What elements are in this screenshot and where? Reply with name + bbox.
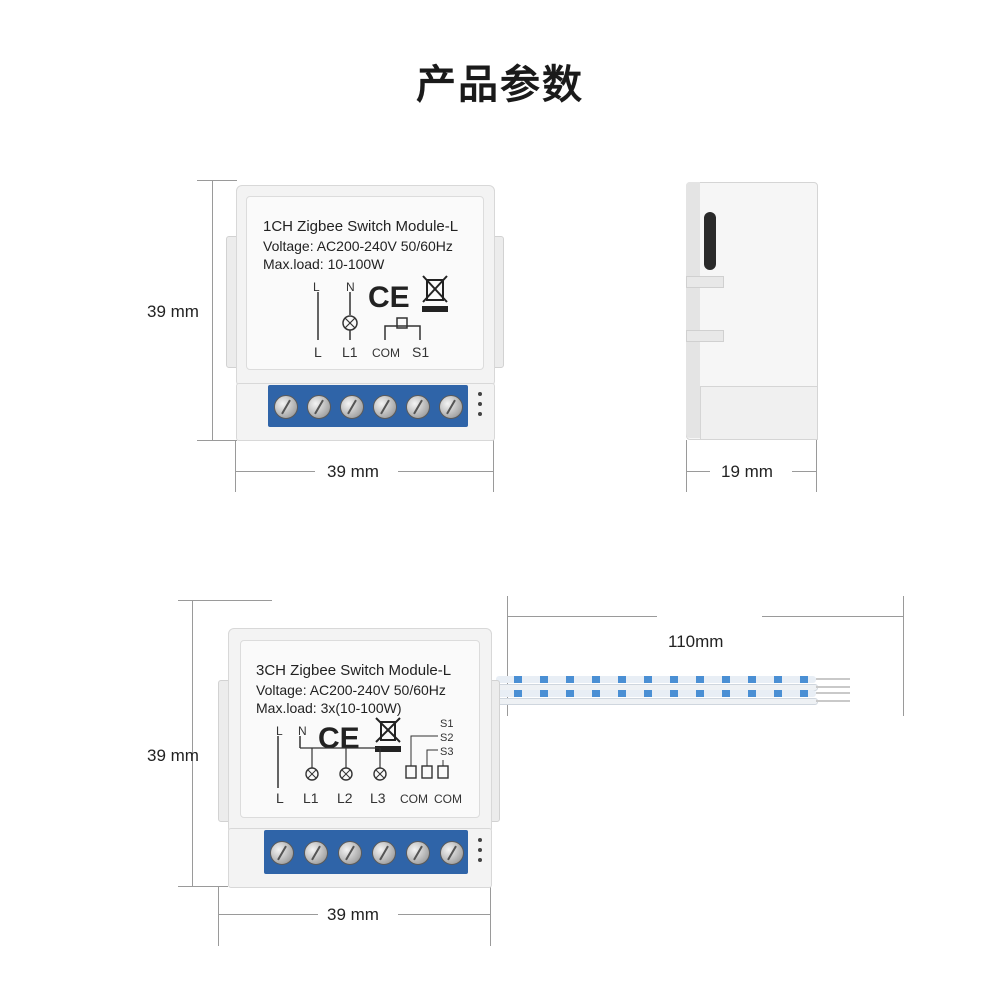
terminal-top-l: L: [276, 724, 283, 738]
switch-label-s3: S3: [440, 746, 454, 758]
label-face: [246, 196, 484, 370]
dim-line-d-left: [686, 440, 687, 492]
page-title: 产品参数: [416, 62, 584, 108]
vent-dot: [478, 392, 482, 396]
dim-line-wire-b: [762, 616, 903, 617]
dim-line-wire-right: [903, 596, 904, 716]
dim-line-bot-h2: [178, 886, 228, 887]
dim-line-bot-h1: [178, 600, 272, 601]
terminal-block: [264, 830, 468, 874]
ce-mark-icon: CE: [368, 281, 410, 314]
wire-strand: [816, 692, 850, 694]
vent-dot: [478, 858, 482, 862]
terminal-bottom-l2: L2: [337, 790, 353, 806]
screw-icon: [270, 841, 294, 865]
vent-dot: [478, 412, 482, 416]
wire: [496, 698, 818, 705]
terminal-bottom-l: L: [314, 344, 322, 360]
screw-icon: [440, 841, 464, 865]
vent-dot: [478, 838, 482, 842]
weee-bin-icon: [422, 275, 448, 312]
dim-line-w-b: [398, 471, 493, 472]
terminal-bottom-s1: S1: [412, 344, 430, 360]
screw-icon: [439, 395, 463, 419]
label-face: [240, 640, 480, 818]
vent-dot: [478, 402, 482, 406]
terminal-bottom-com: COM: [372, 346, 400, 360]
dim-line-top-h2: [197, 440, 237, 441]
dim-height-1ch: 39 mm: [147, 302, 199, 321]
terminal-top-n: N: [298, 724, 307, 738]
dim-line-top-h1: [197, 180, 237, 181]
screw-icon: [406, 841, 430, 865]
screw-icon: [304, 841, 328, 865]
module-voltage: Voltage: AC200-240V 50/60Hz: [256, 682, 446, 698]
wire: [496, 690, 816, 697]
dim-line-bw-a: [218, 914, 318, 915]
terminal-top-l: L: [313, 280, 320, 294]
module-title: 3CH Zigbee Switch Module-L: [256, 662, 452, 679]
side-edge: [686, 182, 700, 438]
dim-line-top-v: [212, 180, 213, 441]
dim-line-wire-left: [507, 596, 508, 716]
switch-label-s1: S1: [440, 718, 454, 730]
wire-strand: [816, 678, 850, 680]
vent-dot: [478, 848, 482, 852]
ce-mark-icon: CE: [318, 722, 360, 755]
dim-width-1ch: 39 mm: [327, 462, 379, 481]
module-maxload: Max.load: 10-100W: [263, 256, 385, 272]
weee-bin-icon: [375, 717, 401, 752]
screw-icon: [406, 395, 430, 419]
terminal-bottom-com-1: COM: [400, 792, 428, 806]
side-slot: [704, 212, 716, 270]
dim-line-d-right: [816, 440, 817, 492]
wiring-diagram: [277, 735, 449, 788]
side-base: [700, 386, 818, 440]
wire-strand: [816, 700, 850, 702]
side-rib: [686, 330, 724, 342]
wiring-diagram: [317, 292, 421, 340]
module-maxload: Max.load: 3x(10-100W): [256, 700, 402, 716]
dim-line-bw-left: [218, 886, 219, 946]
terminal-bottom-l3: L3: [370, 790, 386, 806]
terminal-bottom-l: L: [276, 790, 284, 806]
dim-line-w-right: [493, 440, 494, 492]
dim-line-w-a: [235, 471, 315, 472]
screw-icon: [274, 395, 298, 419]
dim-line-bw-b: [398, 914, 490, 915]
terminal-top-n: N: [346, 280, 355, 294]
wire: [496, 676, 816, 683]
terminal-block: [268, 385, 468, 427]
terminal-bottom-l1: L1: [303, 790, 319, 806]
dim-depth: 19 mm: [721, 462, 773, 481]
wire-strand: [816, 686, 850, 688]
screw-icon: [338, 841, 362, 865]
screw-icon: [307, 395, 331, 419]
screw-icon: [373, 395, 397, 419]
side-rib: [686, 276, 724, 288]
dim-line-d-a: [686, 471, 710, 472]
screw-icon: [372, 841, 396, 865]
dim-wire-length: 110mm: [668, 632, 724, 651]
dim-line-bw-right: [490, 886, 491, 946]
dim-line-d-b: [792, 471, 816, 472]
dim-line-bot-v: [192, 600, 193, 887]
dim-line-w-left: [235, 440, 236, 492]
dim-width-3ch: 39 mm: [327, 905, 379, 924]
module-voltage: Voltage: AC200-240V 50/60Hz: [263, 238, 453, 254]
terminal-bottom-com-2: COM: [434, 792, 462, 806]
screw-icon: [340, 395, 364, 419]
dim-line-wire-a: [507, 616, 657, 617]
dim-height-3ch: 39 mm: [147, 746, 199, 765]
module-title: 1CH Zigbee Switch Module-L: [263, 218, 459, 235]
terminal-bottom-l1: L1: [342, 344, 358, 360]
switch-label-s2: S2: [440, 732, 454, 744]
